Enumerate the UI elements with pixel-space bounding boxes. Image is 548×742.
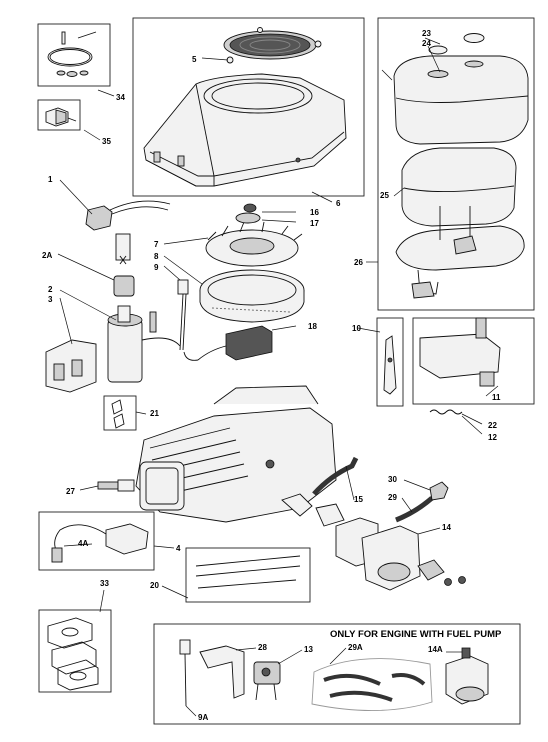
callout-11: 11 — [492, 393, 501, 402]
air-filter-element-part — [401, 147, 517, 227]
starter-bracket-part — [45, 339, 97, 393]
callout-14A: 14A — [428, 645, 443, 654]
governor-spring-part — [429, 409, 463, 415]
ignition-coil-part — [51, 523, 149, 563]
cooling-fan-part — [205, 221, 303, 267]
panel-fuel-pump-kit — [153, 623, 521, 725]
panel-ignition-coil — [38, 511, 155, 571]
carburetor-part — [281, 493, 466, 591]
callout-2: 2 — [48, 285, 53, 294]
callout-3: 3 — [48, 295, 53, 304]
breather-hose-part — [312, 456, 359, 496]
callout-34: 34 — [116, 93, 125, 102]
wire-clips-part — [103, 395, 137, 431]
fuel-hose-part — [395, 496, 434, 523]
fuel-pump-note: ONLY FOR ENGINE WITH FUEL PUMP — [330, 629, 502, 640]
callout-13: 13 — [304, 645, 313, 654]
panel-blower-housing — [132, 17, 365, 197]
callout-9: 9 — [154, 263, 159, 272]
callout-9A: 9A — [198, 713, 208, 722]
callout-2A: 2A — [42, 251, 52, 260]
callout-33: 33 — [100, 579, 109, 588]
callout-20: 20 — [150, 581, 159, 590]
ignition-module-part — [183, 325, 273, 361]
callout-10: 10 — [352, 324, 361, 333]
panel-linkage-rods — [185, 547, 311, 603]
callout-27: 27 — [66, 487, 75, 496]
blower-housing-part — [143, 73, 347, 187]
panel-governor-bracket — [412, 317, 535, 405]
spark-plug-part — [97, 479, 135, 492]
callout-25: 25 — [380, 191, 389, 200]
callout-26: 26 — [354, 258, 363, 267]
flywheel-part — [199, 269, 305, 323]
panel-gasket-set — [38, 609, 112, 693]
callout-24: 24 — [422, 39, 431, 48]
callout-22: 22 — [488, 421, 497, 430]
callout-16: 16 — [310, 208, 319, 217]
gasket-set-part — [47, 617, 99, 691]
callout-4A: 4A — [78, 539, 88, 548]
panel-gasket-kit — [37, 23, 111, 87]
carburetor-with-pump-part — [445, 647, 489, 705]
panel-air-filter — [377, 17, 535, 311]
fuel-pump-part — [253, 661, 281, 701]
callout-12: 12 — [488, 433, 497, 442]
callout-5: 5 — [192, 55, 197, 64]
starter-motor-part — [107, 305, 181, 383]
callout-7: 7 — [154, 240, 159, 249]
wire-connector-part — [85, 200, 171, 231]
governor-bracket-part — [419, 317, 501, 387]
callout-29: 29 — [388, 493, 397, 502]
panel-clip — [37, 99, 81, 131]
fuel-hose-set-part — [311, 658, 433, 711]
callout-18: 18 — [308, 322, 317, 331]
callout-14: 14 — [442, 523, 451, 532]
linkage-rods-part — [195, 555, 301, 589]
callout-8: 8 — [154, 252, 159, 261]
callout-35: 35 — [102, 137, 111, 146]
flywheel-nut-part — [235, 203, 261, 224]
callout-29A: 29A — [348, 643, 363, 652]
callout-17: 17 — [310, 219, 319, 228]
callout-23: 23 — [422, 29, 431, 38]
callout-21: 21 — [150, 409, 159, 418]
air-filter-cover-part — [393, 33, 529, 145]
panel-control-lever — [376, 317, 404, 407]
rotating-screen-part — [223, 27, 322, 64]
control-lever-part — [383, 335, 397, 395]
callout-4: 4 — [176, 544, 181, 553]
air-filter-base-part — [395, 206, 525, 299]
solenoid-part — [113, 233, 135, 297]
callout-15: 15 — [354, 495, 363, 504]
gasket-kit-part — [47, 31, 97, 77]
callout-28: 28 — [258, 643, 267, 652]
fuel-tap-part — [429, 481, 449, 501]
engine-block-part — [135, 385, 337, 523]
callout-1: 1 — [48, 175, 53, 184]
pump-bracket-part — [199, 645, 245, 699]
leader-lines — [57, 37, 499, 717]
dipstick-part — [177, 279, 189, 351]
callout-30: 30 — [388, 475, 397, 484]
clip-part — [45, 107, 77, 127]
callout-6: 6 — [336, 199, 341, 208]
primer-tube-part — [179, 639, 191, 707]
